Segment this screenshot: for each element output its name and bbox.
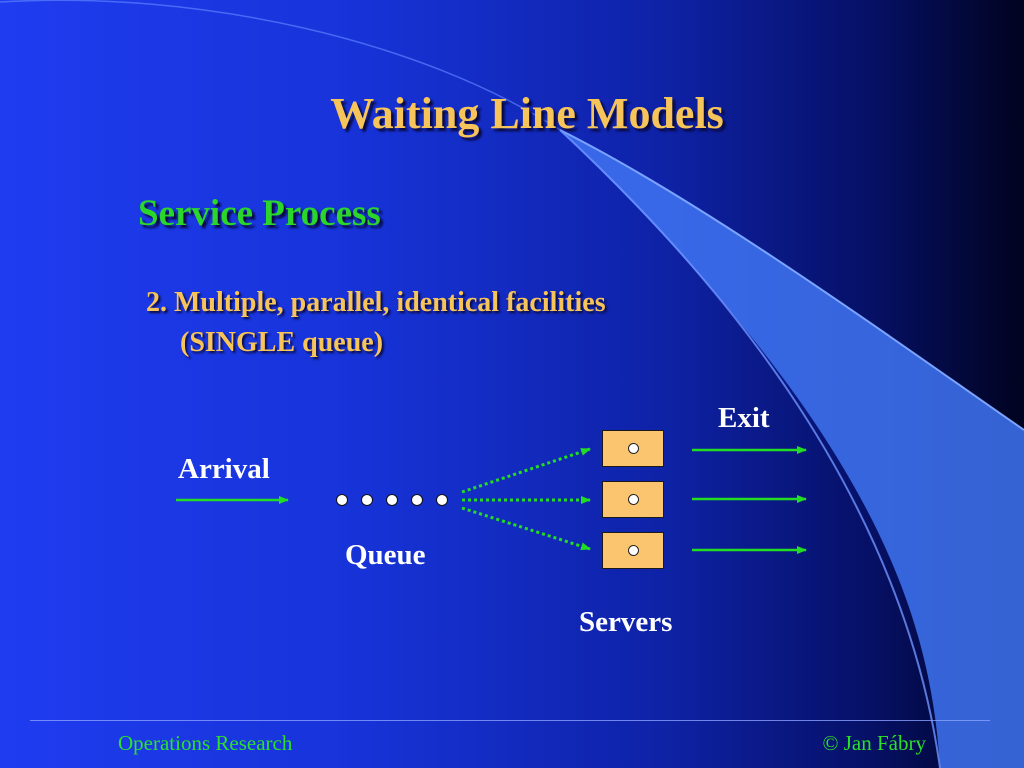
queue-customer xyxy=(411,494,423,506)
queue-label: Queue xyxy=(345,539,426,571)
queue-dots xyxy=(336,494,448,506)
servers-label: Servers xyxy=(579,606,673,638)
dispatch-arrow-bottom xyxy=(461,506,591,551)
bullet-line-1: 2. Multiple, parallel, identical facilit… xyxy=(146,287,606,318)
exit-label: Exit xyxy=(718,402,770,434)
bullet-line-2: (SINGLE queue) xyxy=(180,327,384,358)
queue-customer xyxy=(436,494,448,506)
server-1-indicator xyxy=(628,443,639,454)
footer-right: © Jan Fábry xyxy=(822,731,926,755)
server-2 xyxy=(602,481,664,518)
queue-customer xyxy=(386,494,398,506)
server-3 xyxy=(602,532,664,569)
slide-subtitle: Service Process xyxy=(138,193,381,234)
bullet-point: 2. Multiple, parallel, identical facilit… xyxy=(146,283,606,363)
slide-title: Waiting Line Models xyxy=(330,89,724,138)
dispatch-arrow-top xyxy=(461,447,591,494)
dispatch-arrows xyxy=(461,447,591,551)
arrival-label: Arrival xyxy=(178,453,270,485)
footer-divider xyxy=(30,720,990,721)
server-1 xyxy=(602,430,664,467)
server-3-indicator xyxy=(628,545,639,556)
queue-customer xyxy=(336,494,348,506)
server-2-indicator xyxy=(628,494,639,505)
footer-left: Operations Research xyxy=(118,731,293,755)
exit-arrows xyxy=(692,446,807,554)
queue-customer xyxy=(361,494,373,506)
